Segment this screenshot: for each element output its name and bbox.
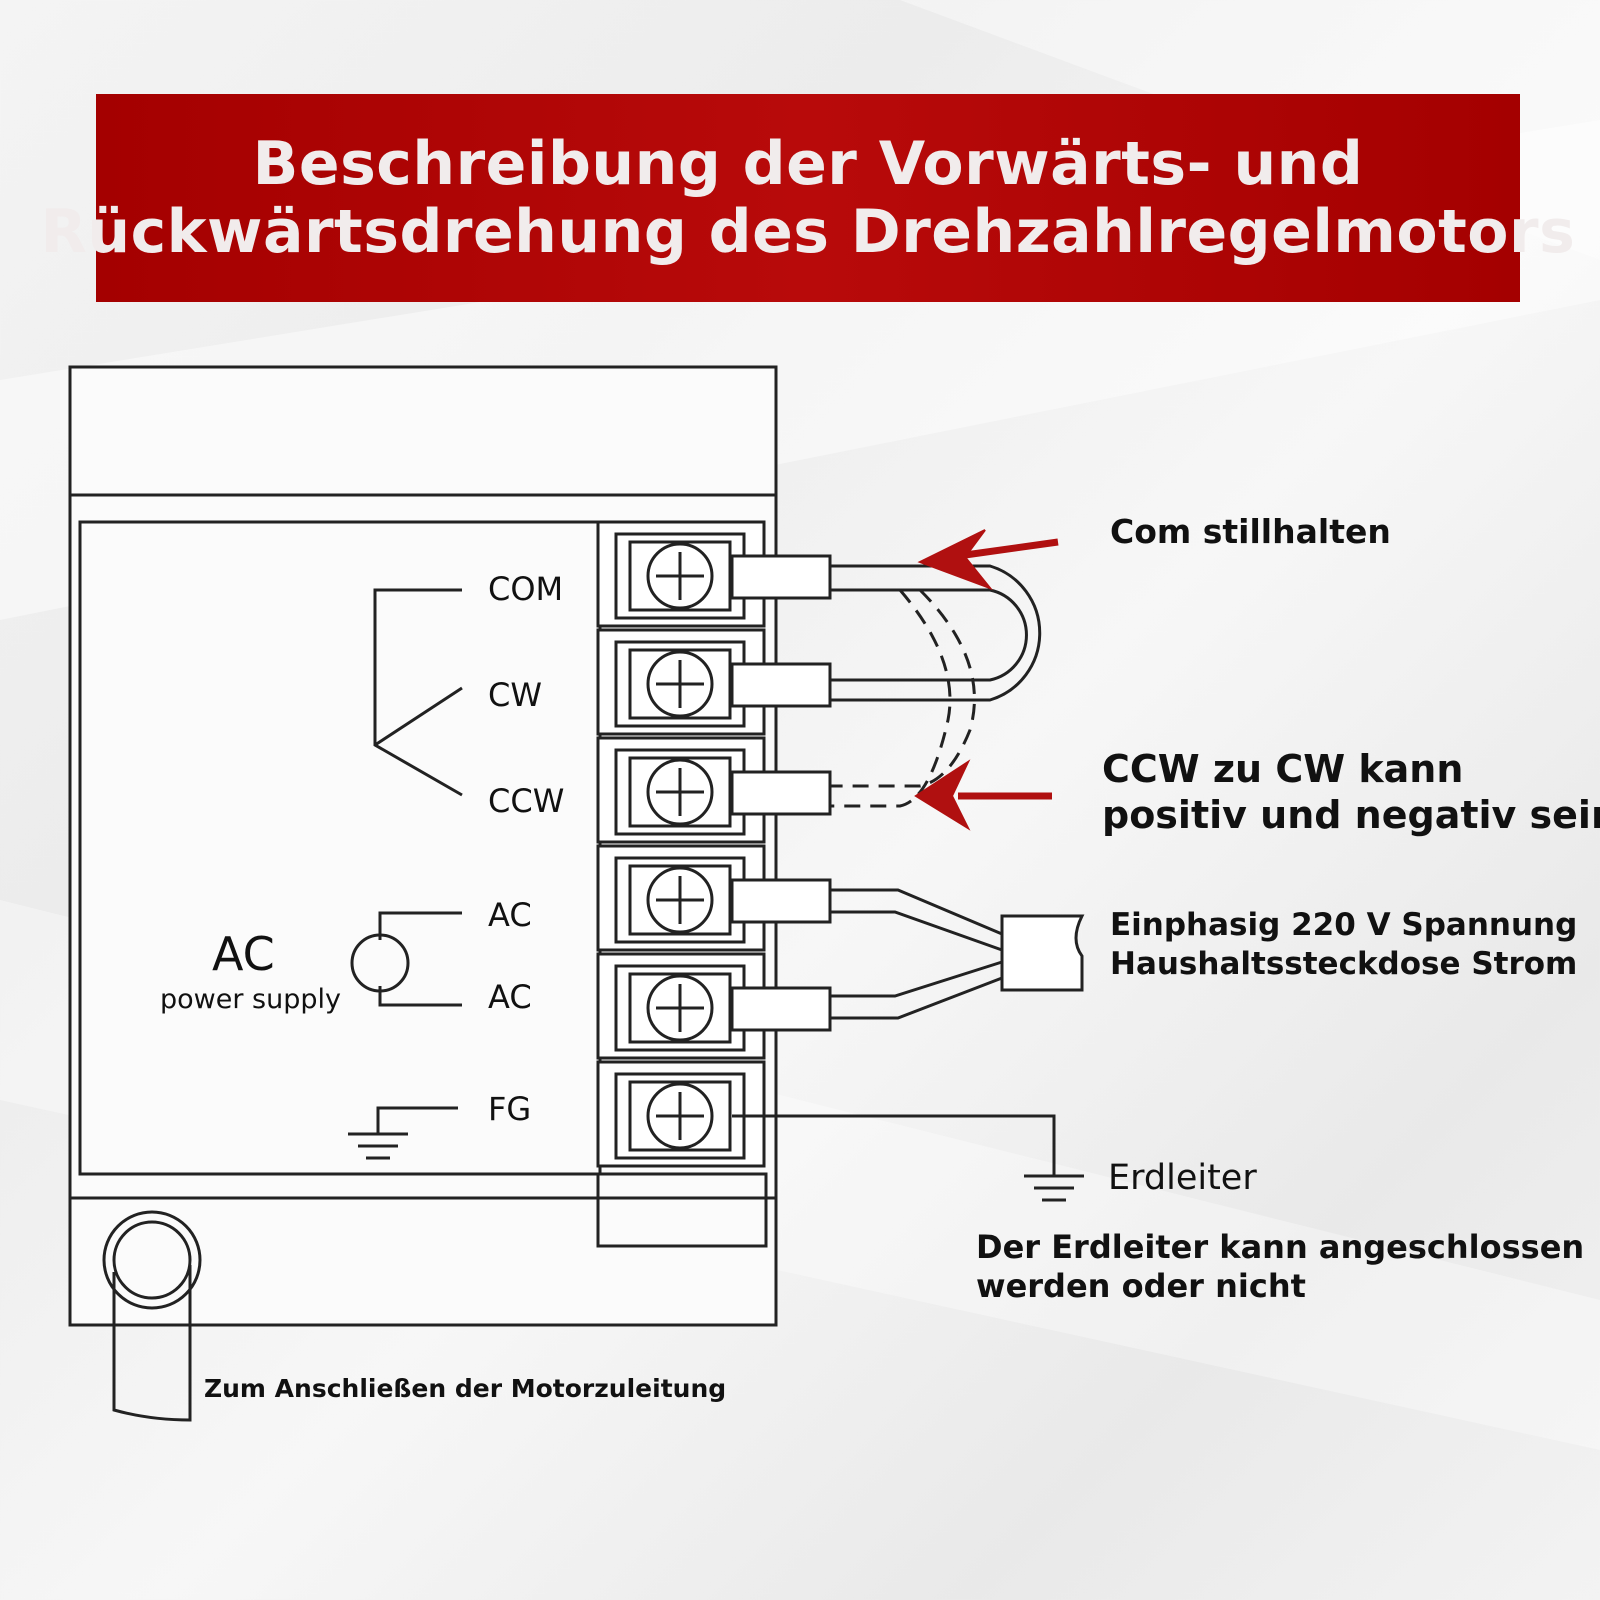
connector-com xyxy=(730,554,832,600)
callout-ground-note-line1: Der Erdleiter kann angeschlossen xyxy=(976,1228,1585,1266)
jumper-alt-outer xyxy=(830,588,976,788)
screw-com xyxy=(646,542,714,610)
callout-ccw-cw-line2: positiv und negativ sein xyxy=(1102,793,1600,837)
power-plug xyxy=(1000,914,1085,992)
callout-voltage-line2: Haushaltssteckdose Strom xyxy=(1110,946,1578,982)
callout-com-hold: Com stillhalten xyxy=(1110,512,1391,551)
com-switch-line xyxy=(373,588,463,797)
terminal-base xyxy=(596,1172,768,1248)
ac-wire-2a xyxy=(830,960,1003,998)
ac-wire-1b xyxy=(830,910,1003,952)
jumper-alt-inner xyxy=(830,589,952,808)
ac-source-lead-top xyxy=(378,911,462,940)
power-title: AC xyxy=(212,927,275,981)
title-banner: Beschreibung der Vorwärts- und Rückwärts… xyxy=(41,94,1575,302)
motor-lead-cable xyxy=(112,1265,192,1422)
callout-ground-note-line2: werden oder nicht xyxy=(976,1267,1306,1305)
label-com: COM xyxy=(488,570,563,608)
callout-ccw-cw-line1: CCW zu CW kann xyxy=(1102,747,1464,791)
callout-motor-lead: Zum Anschließen der Motorzuleitung xyxy=(204,1374,727,1403)
fg-line xyxy=(376,1106,458,1134)
power-subtitle: power supply xyxy=(160,984,341,1015)
motor-lead-port-inner xyxy=(112,1220,192,1300)
connector-cw xyxy=(730,662,832,708)
callout-voltage-line1: Einphasig 220 V Spannung xyxy=(1110,907,1578,943)
motor-lead-port xyxy=(102,1210,202,1310)
screw-ac1 xyxy=(646,866,714,934)
ground-wire xyxy=(732,1114,1056,1176)
screw-cw xyxy=(646,650,714,718)
label-ac2: AC xyxy=(488,978,532,1016)
title-line-2: Rückwärtsdrehung des Drehzahlregelmotors xyxy=(40,197,1576,267)
connector-ccw xyxy=(730,770,832,816)
jumper-inner xyxy=(830,588,1028,682)
callout-voltage: Einphasig 220 V Spannung Haushaltssteckd… xyxy=(1110,906,1577,984)
label-cw: CW xyxy=(488,676,542,714)
screw-ac2 xyxy=(646,974,714,1042)
callout-ground: Erdleiter xyxy=(1108,1158,1257,1198)
ac-source-icon xyxy=(350,933,410,993)
label-fg: FG xyxy=(488,1090,531,1128)
callout-ccw-cw: CCW zu CW kann positiv und negativ sein xyxy=(1102,746,1600,838)
ac-wire-2b xyxy=(830,976,1003,1020)
jumper-outer xyxy=(830,564,1042,702)
label-ac1: AC xyxy=(488,896,532,934)
callout-ground-note: Der Erdleiter kann angeschlossen werden … xyxy=(976,1228,1584,1306)
screw-ccw xyxy=(646,758,714,826)
screw-fg xyxy=(646,1082,714,1150)
title-line-1: Beschreibung der Vorwärts- und xyxy=(252,129,1364,199)
cw-switch-line xyxy=(374,686,463,747)
arrow-ccw xyxy=(914,759,1052,831)
ac-wire-1a xyxy=(830,888,1003,936)
label-ccw: CCW xyxy=(488,782,564,820)
arrow-com xyxy=(917,529,1059,591)
connector-ac2 xyxy=(730,986,832,1032)
connector-ac1 xyxy=(730,878,832,924)
